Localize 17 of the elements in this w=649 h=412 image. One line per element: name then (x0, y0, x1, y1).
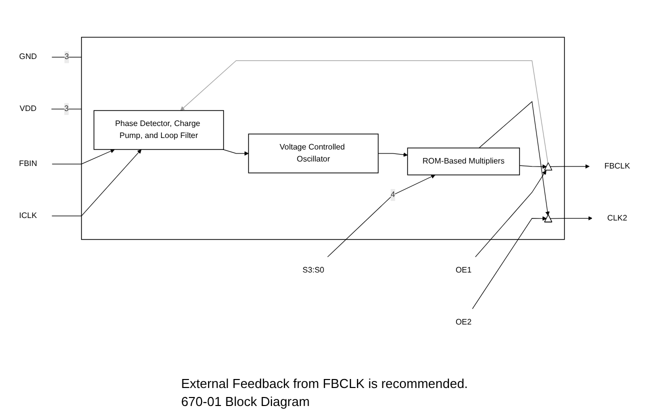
arrow (52, 149, 115, 164)
caption: 670-01 Block Diagram (181, 394, 311, 409)
arrow (472, 216, 547, 310)
cluster (81, 36, 565, 240)
arrow (378, 152, 408, 157)
note-text: External Feedback from FBCLK is recommended. (181, 376, 468, 391)
arrow (180, 60, 548, 164)
arrow (327, 174, 436, 258)
arrow (550, 216, 592, 220)
arrow (222, 149, 249, 156)
connector (51, 108, 82, 110)
arrow (519, 164, 547, 169)
arrow (478, 101, 550, 216)
arrow (475, 170, 546, 258)
connector (52, 56, 82, 58)
arrow (52, 149, 142, 216)
arrow (550, 164, 590, 169)
